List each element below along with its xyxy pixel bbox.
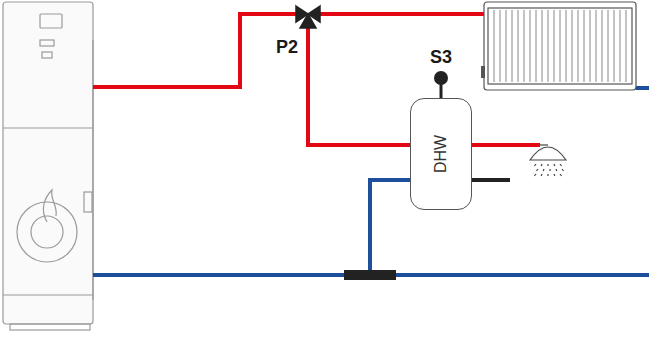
dhw-tank: DHW: [410, 98, 472, 210]
temperature-sensor: [434, 71, 448, 98]
shower-head: [530, 145, 566, 176]
radiator: [484, 2, 636, 90]
radiator-fins: [494, 10, 626, 82]
radiator-valve: [481, 66, 485, 78]
return-pipe: [93, 88, 649, 275]
component-label: S3: [430, 48, 452, 66]
tank-label: DHW: [433, 135, 449, 173]
three-way-valve: [296, 6, 320, 28]
tee-fitting: [344, 270, 396, 280]
component-label: P2: [276, 38, 298, 56]
supply-pipe: [93, 14, 540, 145]
cold-water-inlet: [470, 178, 510, 182]
boiler: [3, 2, 93, 330]
